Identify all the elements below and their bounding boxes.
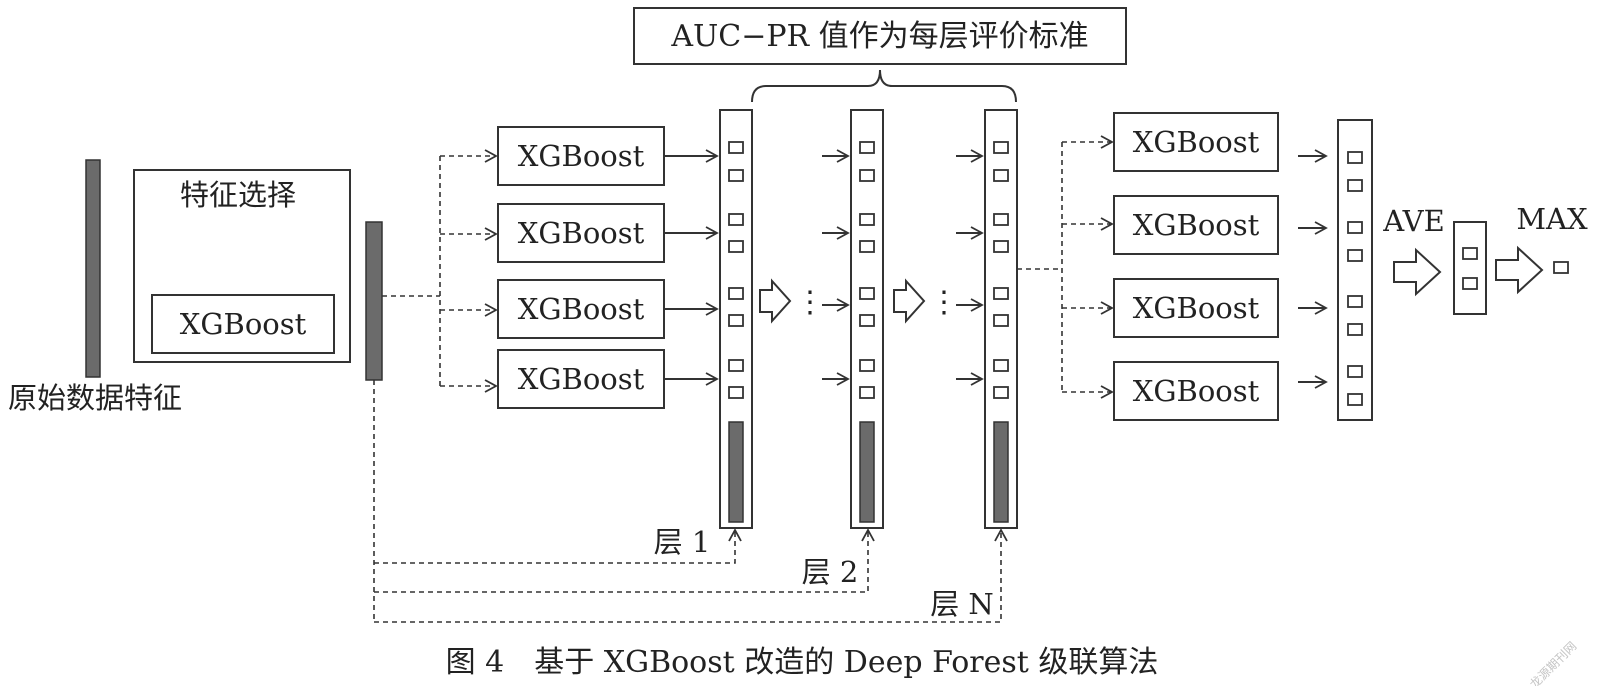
final-fanout-connectors — [1017, 135, 1114, 399]
raw-feature-label: 原始数据特征 — [8, 381, 182, 415]
layer-label: 层 N — [930, 587, 994, 621]
ellipsis-mark: ⋮ — [795, 285, 825, 320]
layer1-models: XGBoost XGBoost XGBoost XGBoost — [497, 126, 665, 409]
final-model-box — [1113, 195, 1279, 255]
selection-xgboost-box — [151, 294, 335, 354]
criterion-brace — [751, 69, 1017, 103]
fanout-connectors — [382, 149, 498, 393]
raw-feature-bar — [85, 159, 101, 378]
output-input-arrows — [1298, 149, 1328, 389]
final-model-label: XGBoost — [1133, 291, 1260, 325]
layer-label: 层 2 — [802, 555, 859, 589]
layer1-model-label: XGBoost — [518, 216, 645, 250]
criterion-box — [633, 7, 1127, 65]
output-column — [1337, 119, 1373, 421]
figure-caption: 图 4 基于 XGBoost 改造的 Deep Forest 级联算法 — [446, 645, 1159, 680]
average-arrow — [1393, 247, 1442, 297]
final-output-cell — [1553, 261, 1569, 274]
ellipsis-mark: ⋮ — [929, 285, 959, 320]
layer-column-n — [984, 109, 1018, 529]
average-label: AVE — [1382, 204, 1445, 238]
layer1-model-label: XGBoost — [518, 139, 645, 173]
feedback-connectors — [373, 380, 1008, 623]
layer1-model-label: XGBoost — [518, 292, 645, 326]
layer1-model-box — [497, 203, 665, 263]
final-model-box — [1113, 278, 1279, 338]
maximum-label: MAX — [1516, 202, 1588, 236]
layern-input-arrows — [956, 149, 984, 386]
layer-column-2 — [850, 109, 884, 529]
layer1-model-box — [497, 349, 665, 409]
maximum-arrow — [1495, 245, 1544, 295]
final-model-label: XGBoost — [1133, 374, 1260, 408]
layer-column-1 — [719, 109, 753, 529]
selection-xgboost-label: XGBoost — [180, 307, 307, 341]
layer2-input-arrows — [822, 149, 850, 386]
feature-selection-title: 特征选择 — [180, 178, 296, 212]
final-model-label: XGBoost — [1133, 125, 1260, 159]
layer1-input-arrows — [664, 149, 719, 386]
selected-feature-bar — [365, 221, 383, 381]
layer1-model-box — [497, 279, 665, 339]
layer1-model-box — [497, 126, 665, 186]
layer-transition-arrow — [893, 278, 926, 324]
watermark: 龙源期刊网 — [1527, 639, 1579, 686]
final-models: XGBoost XGBoost XGBoost XGBoost — [1113, 112, 1279, 421]
final-model-box — [1113, 112, 1279, 172]
final-model-label: XGBoost — [1133, 208, 1260, 242]
layer1-model-label: XGBoost — [518, 362, 645, 396]
final-model-box — [1113, 361, 1279, 421]
criterion-label: AUC−PR 值作为每层评价标准 — [670, 19, 1088, 54]
layer-transition-arrow — [759, 278, 792, 324]
layer-label: 层 1 — [654, 525, 711, 559]
average-column — [1453, 221, 1487, 315]
